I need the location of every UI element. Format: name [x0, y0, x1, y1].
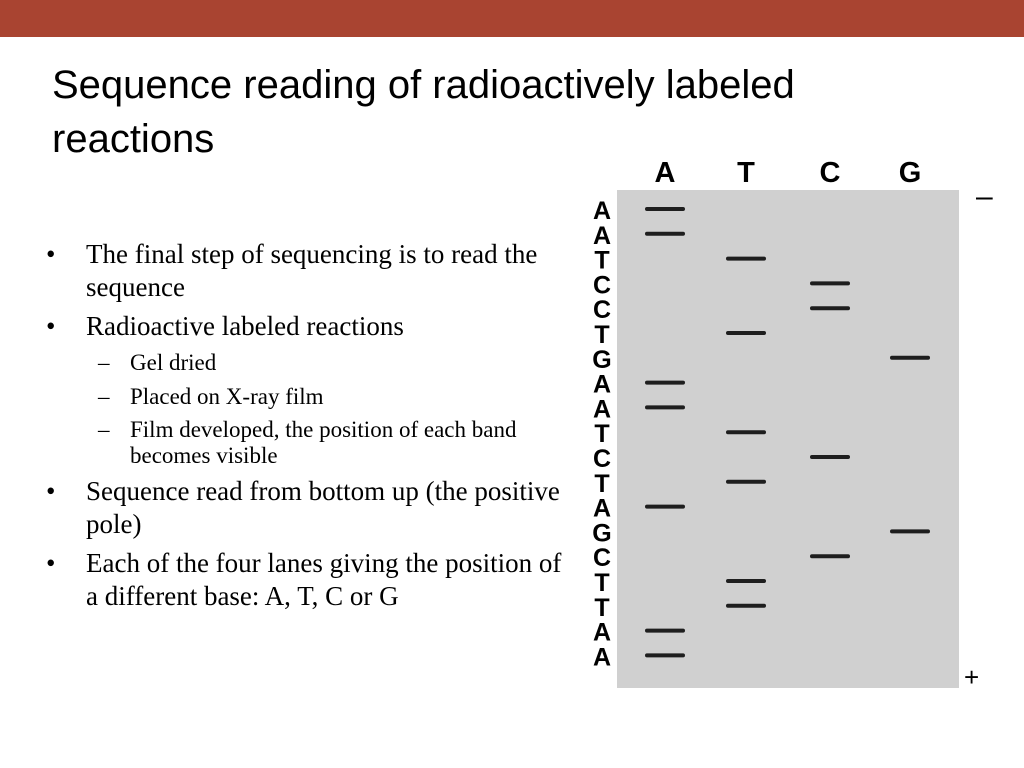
gel-band-a	[645, 653, 685, 658]
sequence-letter: A	[593, 197, 611, 225]
gel-band-a	[645, 405, 685, 410]
sequence-letter: T	[594, 321, 609, 349]
sequence-letter: T	[594, 594, 609, 622]
sequence-letter: T	[594, 470, 609, 498]
sub-bullet-dash: –	[98, 417, 110, 442]
gel-band-c	[810, 281, 850, 286]
sequence-letter: A	[593, 395, 611, 423]
negative-pole-label: –	[976, 180, 993, 213]
sequence-letter: A	[593, 371, 611, 399]
gel-band-a	[645, 380, 685, 385]
sub-bullet-text: Placed on X-ray film	[130, 384, 324, 409]
sequence-letter: C	[593, 296, 611, 324]
bullet-text: Sequence read from bottom up (the positi…	[86, 476, 560, 539]
gel-band-t	[726, 256, 766, 261]
sequence-letter: T	[594, 247, 609, 275]
sub-bullet-item: – Film developed, the position of each b…	[46, 417, 566, 469]
gel-band-g	[890, 355, 930, 360]
sequence-letter: C	[593, 544, 611, 572]
header-bar	[0, 0, 1024, 37]
bullet-dot: •	[46, 548, 56, 578]
sub-bullet-text: Gel dried	[130, 350, 217, 375]
gel-band-t	[726, 579, 766, 583]
sub-bullet-dash: –	[98, 384, 110, 409]
gel-background	[617, 190, 959, 688]
gel-band-g	[890, 529, 930, 534]
bullet-item: • Each of the four lanes giving the posi…	[46, 547, 566, 613]
bullet-item: • Radioactive labeled reactions	[46, 310, 566, 343]
sequence-letter: C	[593, 271, 611, 299]
bullet-text: The final step of sequencing is to read …	[86, 239, 538, 302]
positive-pole-label: +	[964, 662, 979, 692]
bullet-item: • The final step of sequencing is to rea…	[46, 238, 566, 304]
sub-bullet-dash: –	[98, 350, 110, 375]
bullet-text: Radioactive labeled reactions	[86, 311, 404, 341]
gel-band-a	[645, 504, 685, 509]
gel-band-a	[645, 207, 685, 211]
gel-band-c	[810, 455, 850, 459]
sequence-letter: C	[593, 445, 611, 473]
gel-band-t	[726, 331, 766, 335]
lane-header-c: C	[820, 157, 841, 189]
slide-title: Sequence reading of radioactively labele…	[52, 63, 795, 161]
sub-bullet-item: – Gel dried	[46, 349, 566, 377]
sequence-letter: T	[594, 420, 609, 448]
lane-header-a: A	[655, 157, 676, 189]
sequence-letter: G	[592, 519, 611, 547]
lane-header-t: T	[737, 157, 755, 189]
bullet-text: Each of the four lanes giving the positi…	[86, 548, 562, 611]
sequence-letter: A	[593, 643, 611, 671]
sequence-letter: G	[592, 346, 611, 374]
gel-band-t	[726, 430, 766, 435]
gel-band-c	[810, 554, 850, 559]
gel-band-a	[645, 231, 685, 236]
sub-bullet-item: – Placed on X-ray film	[46, 383, 566, 411]
sequence-letter: A	[593, 222, 611, 250]
bullet-dot: •	[46, 311, 56, 341]
gel-band-t	[726, 479, 766, 484]
bullet-dot: •	[46, 476, 56, 506]
gel-band-c	[810, 306, 850, 311]
sequence-letter: T	[594, 569, 609, 597]
lane-header-g: G	[899, 157, 922, 189]
sub-bullet-text: Film developed, the position of each ban…	[130, 417, 517, 468]
bullet-dot: •	[46, 239, 56, 269]
bullet-item: • Sequence read from bottom up (the posi…	[46, 475, 566, 541]
bullet-list: • The final step of sequencing is to rea…	[46, 238, 566, 619]
gel-band-t	[726, 603, 766, 608]
sequence-letter: A	[593, 619, 611, 647]
sequence-letter: A	[593, 495, 611, 523]
gel-band-a	[645, 628, 685, 633]
